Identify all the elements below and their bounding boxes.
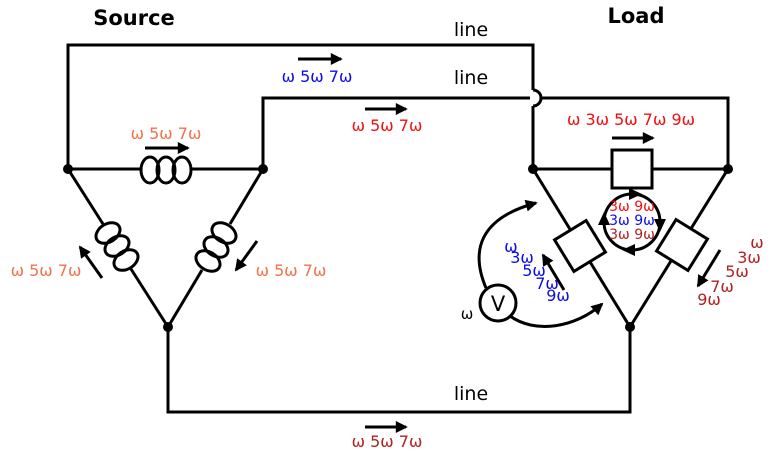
resistor-box-left (552, 218, 608, 274)
line-label-bottom: line (454, 383, 488, 405)
label-circulating-currents: 3ω 9ω 3ω 9ω 3ω 9ω (609, 199, 655, 243)
wire-bottom-line (166, 327, 632, 414)
loop-arrow-top (629, 188, 642, 200)
stack-label: 9ω (546, 286, 570, 305)
label-line-top-current: ω 5ω 7ω (282, 67, 353, 86)
resistor-box-top (610, 148, 654, 190)
inductor-top-winding (139, 155, 193, 185)
junction-dots (63, 164, 733, 332)
stack-label: 9ω (697, 290, 721, 309)
source-right-leg-b (166, 269, 204, 328)
source-right-leg-a (228, 168, 265, 225)
label-source-right-current: ω 5ω 7ω (256, 261, 327, 280)
voltmeter-circle (478, 283, 518, 323)
source-title: Source (93, 6, 175, 30)
source-windings (94, 155, 238, 273)
stack-label: 3ω (510, 248, 534, 267)
junction-dot (723, 164, 733, 174)
circulating-label: 3ω 9ω (609, 213, 655, 229)
inductor-right-winding (194, 221, 238, 273)
circulating-label: 3ω 9ω (609, 227, 655, 243)
stack-label: 5ω (725, 262, 749, 281)
junction-dot (528, 164, 538, 174)
stack-label: 7ω (710, 277, 734, 296)
load-resistors (552, 148, 710, 274)
label-source-left-current: ω 5ω 7ω (11, 261, 82, 280)
label-source-top-current: ω 5ω 7ω (131, 124, 202, 143)
current-arrows (78, 53, 722, 433)
stack-label: 7ω (535, 274, 559, 293)
voltmeter: V ω (461, 199, 604, 328)
stack-label: ω (750, 233, 763, 252)
junction-dot (625, 322, 635, 332)
loop-arrow-right (654, 219, 666, 232)
loop-arrow-bottom (622, 244, 635, 256)
arrow-load-right (696, 249, 722, 288)
junction-dot (163, 322, 173, 332)
wire-middle-line-right (541, 96, 730, 169)
label-load-left-current-stack: ω 3ω 5ω 7ω 9ω (504, 237, 569, 305)
stack-label: 3ω (737, 248, 761, 267)
line-label-middle: line (454, 67, 488, 89)
label-line-bottom-current: ω 5ω 7ω (352, 432, 423, 451)
resistor-box-right (654, 217, 710, 273)
stack-label: 5ω (522, 261, 546, 280)
label-load-top-current: ω 3ω 5ω 7ω 9ω (567, 110, 695, 129)
arrow-load-left (541, 253, 566, 291)
circulating-label: 3ω 9ω (609, 199, 655, 215)
label-load-right-current-stack: ω 3ω 5ω 7ω 9ω (697, 233, 763, 309)
source-left-leg-a (66, 168, 105, 225)
stack-label: ω (504, 237, 517, 256)
arrow-source-left (78, 245, 104, 279)
label-line-middle-current: ω 5ω 7ω (352, 116, 423, 135)
wire-middle-line-left (261, 96, 530, 169)
line-label-top: line (454, 19, 488, 41)
load-title: Load (607, 4, 664, 28)
voltmeter-arc-upper (477, 199, 538, 289)
voltmeter-reading-label: ω (461, 305, 474, 323)
voltmeter-symbol: V (491, 292, 506, 316)
wire-crossover-hop (532, 88, 543, 108)
source-left-leg-b (129, 268, 170, 328)
junction-dot (258, 164, 268, 174)
inductor-left-winding (94, 221, 140, 272)
circulating-current-loop (598, 188, 666, 256)
loop-arrow-left (598, 212, 610, 225)
voltmeter-arc-lower (509, 302, 604, 328)
arrow-source-right (234, 240, 259, 272)
junction-dot (63, 164, 73, 174)
wire-top-line (66, 43, 535, 169)
